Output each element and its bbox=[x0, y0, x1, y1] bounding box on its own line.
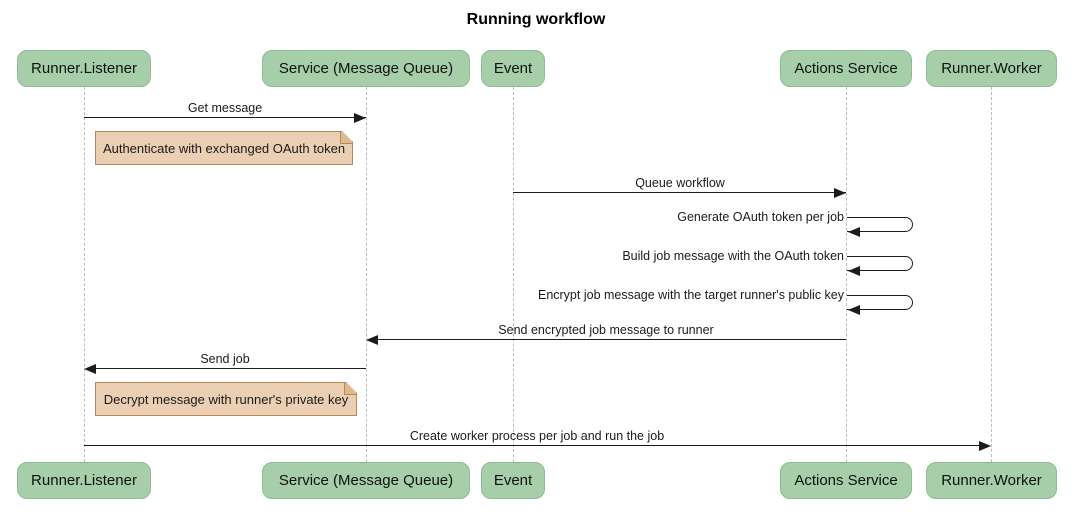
note-decrypt-private-key: Decrypt message with runner's private ke… bbox=[95, 382, 357, 416]
self-loop-encrypt-job-message bbox=[847, 295, 913, 310]
arrowhead-right-icon bbox=[979, 441, 991, 451]
lifeline-event bbox=[513, 87, 514, 462]
self-loop-build-job-message bbox=[847, 256, 913, 271]
actor-service-message-queue-bottom: Service (Message Queue) bbox=[262, 462, 470, 499]
message-label-get-message: Get message bbox=[187, 101, 263, 115]
message-line-create-worker-process bbox=[84, 445, 979, 446]
lifeline-runner-listener bbox=[84, 87, 85, 462]
message-line-send-job bbox=[95, 368, 366, 369]
message-line-get-message bbox=[84, 117, 366, 118]
message-label-encrypt-job-message: Encrypt job message with the target runn… bbox=[537, 288, 844, 302]
message-label-build-job-message: Build job message with the OAuth token bbox=[622, 249, 844, 263]
message-label-create-worker-process: Create worker process per job and run th… bbox=[409, 429, 665, 443]
actor-actions-service-top: Actions Service bbox=[780, 50, 912, 87]
actor-runner-worker-bottom: Runner.Worker bbox=[926, 462, 1057, 499]
self-loop-generate-oauth-token bbox=[847, 217, 913, 232]
actor-runner-listener-bottom: Runner.Listener bbox=[17, 462, 151, 499]
arrowhead-left-icon bbox=[848, 305, 860, 315]
actor-service-message-queue-top: Service (Message Queue) bbox=[262, 50, 470, 87]
arrowhead-left-icon bbox=[84, 364, 96, 374]
arrowhead-left-icon bbox=[366, 335, 378, 345]
diagram-title: Running workflow bbox=[466, 11, 606, 28]
arrowhead-right-icon bbox=[834, 188, 846, 198]
arrowhead-right-icon bbox=[354, 113, 366, 123]
lifeline-actions-service bbox=[846, 87, 847, 462]
note-authenticate-oauth: Authenticate with exchanged OAuth token bbox=[95, 131, 353, 165]
lifeline-service-message-queue bbox=[366, 87, 367, 462]
message-line-queue-workflow bbox=[513, 192, 846, 193]
lifeline-runner-worker bbox=[991, 87, 992, 462]
actor-actions-service-bottom: Actions Service bbox=[780, 462, 912, 499]
arrowhead-left-icon bbox=[848, 227, 860, 237]
arrowhead-left-icon bbox=[848, 266, 860, 276]
actor-event-bottom: Event bbox=[481, 462, 545, 499]
message-line-send-encrypted-job bbox=[377, 339, 846, 340]
message-label-generate-oauth-token: Generate OAuth token per job bbox=[677, 210, 844, 224]
message-label-send-job: Send job bbox=[200, 352, 250, 366]
message-label-queue-workflow: Queue workflow bbox=[635, 176, 725, 190]
message-label-send-encrypted-job: Send encrypted job message to runner bbox=[498, 323, 714, 337]
actor-event-top: Event bbox=[481, 50, 545, 87]
actor-runner-worker-top: Runner.Worker bbox=[926, 50, 1057, 87]
actor-runner-listener-top: Runner.Listener bbox=[17, 50, 151, 87]
